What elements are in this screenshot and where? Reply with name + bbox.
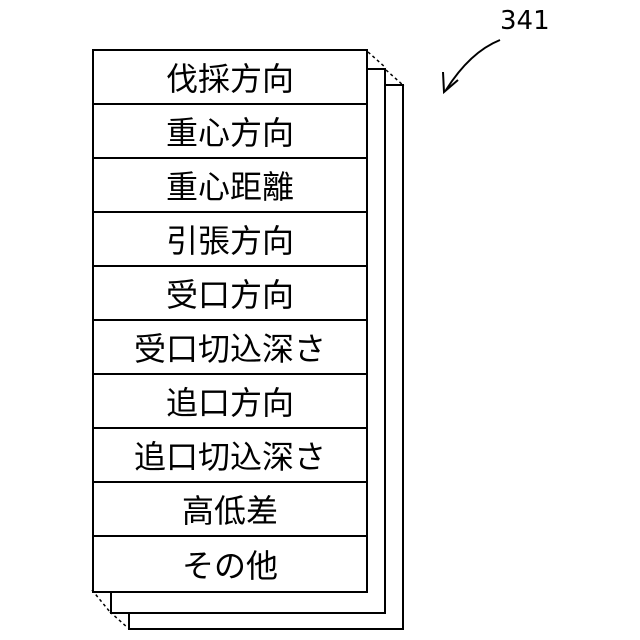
table-row-center-of-gravity-distance: 重心距離: [94, 159, 366, 213]
table-row-center-of-gravity-direction: 重心方向: [94, 105, 366, 159]
table-row-elevation-difference: 高低差: [94, 483, 366, 537]
table-row-notch-direction: 受口方向: [94, 267, 366, 321]
table-row-back-cut-depth: 追口切込深さ: [94, 429, 366, 483]
table-row-back-cut-direction: 追口方向: [94, 375, 366, 429]
table-row-pulling-direction: 引張方向: [94, 213, 366, 267]
table-row-notch-cut-depth: 受口切込深さ: [94, 321, 366, 375]
item-table: 伐採方向 重心方向 重心距離 引張方向 受口方向 受口切込深さ 追口方向 追口切…: [92, 49, 368, 593]
table-row-felling-direction: 伐採方向: [94, 51, 366, 105]
table-row-other: その他: [94, 537, 366, 591]
